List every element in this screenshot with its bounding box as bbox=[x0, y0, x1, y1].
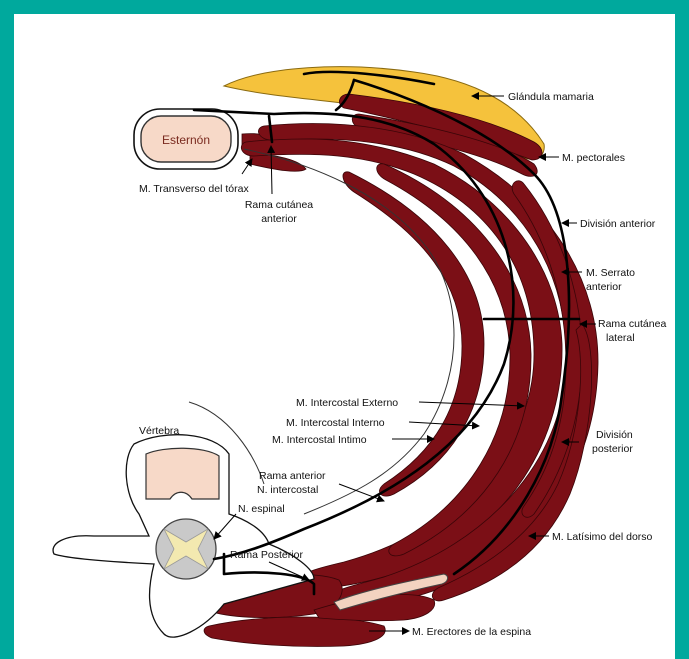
label-internal-intercostal: M. Intercostal Interno bbox=[286, 417, 385, 429]
arrow-anterior-branch bbox=[339, 484, 384, 501]
label-lateral-cutaneous-2: lateral bbox=[606, 332, 635, 344]
label-serratus-2: anterior bbox=[586, 281, 622, 293]
label-serratus-1: M. Serrato bbox=[586, 267, 635, 279]
vertebra-label: Vértebra bbox=[139, 425, 179, 437]
label-posterior-division-1: División bbox=[596, 429, 633, 441]
label-anterior-cutaneous-1: Rama cutánea bbox=[245, 199, 313, 211]
diagram-frame: Esternón Vértebra Glándula mamaria bbox=[14, 14, 675, 659]
vertebral-body bbox=[146, 448, 219, 499]
label-anterior-cutaneous-2: anterior bbox=[261, 213, 297, 225]
label-anterior-branch-2: N. intercostal bbox=[257, 484, 318, 496]
label-erector-spinae: M. Erectores de la espina bbox=[412, 626, 531, 638]
thorax-nerve-diagram: Esternón Vértebra Glándula mamaria bbox=[14, 14, 675, 659]
label-posterior-division-2: posterior bbox=[592, 443, 633, 455]
erector-spinae-lower bbox=[204, 617, 385, 647]
label-intimate-intercostal: M. Intercostal Intimo bbox=[272, 434, 367, 446]
label-posterior-branch: Rama Posterior bbox=[230, 549, 303, 561]
sternum-label: Esternón bbox=[162, 133, 210, 147]
arrow-transverse-thorax bbox=[242, 159, 252, 174]
label-anterior-branch-1: Rama anterior bbox=[259, 470, 326, 482]
label-transverse-thorax: M. Transverso del tórax bbox=[139, 183, 249, 195]
label-latissimus: M. Latísimo del dorso bbox=[552, 531, 653, 543]
label-anterior-division: División anterior bbox=[580, 218, 656, 230]
label-mammary-gland: Glándula mamaria bbox=[508, 91, 594, 103]
label-external-intercostal: M. Intercostal Externo bbox=[296, 397, 398, 409]
label-pectorals: M. pectorales bbox=[562, 152, 625, 164]
transverse-thorax-muscle-2 bbox=[250, 154, 306, 171]
label-lateral-cutaneous-1: Rama cutánea bbox=[598, 318, 666, 330]
label-spinal-nerve: N. espinal bbox=[238, 503, 285, 515]
